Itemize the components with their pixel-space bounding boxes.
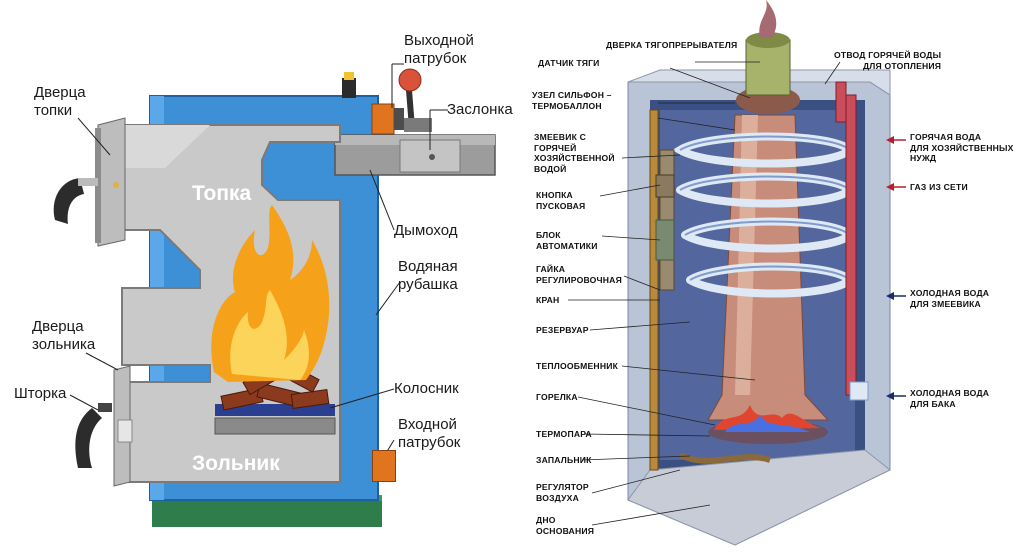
bellows-label: УЗЕЛ СИЛЬФОН – ТЕРМОБАЛЛОН [532, 90, 612, 111]
left-leader-lines [69, 63, 448, 464]
solid-fuel-boiler-drawing [53, 68, 496, 527]
valve-label: КРАН [536, 295, 560, 305]
heat-exchanger-label: ТЕПЛООБМЕННИК [536, 361, 619, 371]
damper-label: Заслонка [447, 101, 513, 118]
gas-water-heater-drawing [568, 0, 906, 546]
chimney-label: Дымоход [394, 222, 458, 239]
coil-label: ЗМЕЕВИК С ГОРЯЧЕЙ ХОЗЯЙСТВЕННОЙ ВОДОЙ [534, 132, 615, 174]
water-jacket-label: Водяная рубашка [398, 258, 458, 293]
cold-water-coil-label: ХОЛОДНАЯ ВОДА ДЛЯ ЗМЕЕВИКА [910, 288, 990, 309]
cold-water-coil-arrow [886, 292, 894, 300]
thermocouple-label: ТЕРМОПАРА [536, 429, 592, 439]
solid-fuel-boiler-diagram: Топка Зольник Дверца топки Выходной патр… [0, 0, 513, 558]
ash-pit-label: Зольник [192, 452, 280, 475]
start-button-label: КНОПКА ПУСКОВАЯ [536, 190, 586, 211]
draft-door-label: ДВЕРКА ТЯГОПРЕРЫВАТЕЛЯ [606, 40, 738, 50]
hot-water-arrow [886, 136, 894, 144]
grate-label: Колосник [394, 380, 459, 397]
outlet-pipe-label: Выходной патрубок [404, 32, 474, 67]
base-bottom-label: ДНО ОСНОВАНИЯ [536, 515, 595, 536]
gas-water-heater-diagram: ДВЕРКА ТЯГОПРЕРЫВАТЕЛЯ ДАТЧИК ТЯГИ УЗЕЛ … [510, 0, 1028, 558]
firebox-label: Топка [192, 182, 252, 205]
draft-sensor-label: ДАТЧИК ТЯГИ [538, 58, 600, 68]
automation-block-label: БЛОК АВТОМАТИКИ [536, 230, 598, 251]
cold-water-tank-arrow [886, 392, 894, 400]
firebox-door-label: Дверца топки [34, 84, 86, 119]
firebox-door-handle [53, 178, 84, 224]
domestic-hot-water-label: ГОРЯЧАЯ ВОДА ДЛЯ ХОЗЯЙСТВЕННЫХ НУЖД [910, 132, 1014, 163]
inlet-pipe-label: Входной патрубок [398, 416, 461, 451]
heating-hot-water-outlet-label: ОТВОД ГОРЯЧЕЙ ВОДЫ ДЛЯ ОТОПЛЕНИЯ [834, 50, 942, 71]
igniter-label: ЗАПАЛЬНИК [536, 455, 592, 465]
ash-door-label: Дверца зольника [32, 318, 96, 353]
burner-label: ГОРЕЛКА [536, 392, 578, 402]
inlet-pipe-shape [372, 450, 396, 482]
air-regulator-label: РЕГУЛЯТОР ВОЗДУХА [536, 482, 589, 503]
cold-water-tank-label: ХОЛОДНАЯ ВОДА ДЛЯ БАКА [910, 388, 990, 409]
shutter-label: Шторка [14, 385, 67, 402]
tank-label: РЕЗЕРВУАР [536, 325, 589, 335]
gas-supply-label: ГАЗ ИЗ СЕТИ [910, 182, 968, 192]
gas-arrow [886, 183, 894, 191]
adjusting-nut-label: ГАЙКА РЕГУЛИРОВОЧНАЯ [536, 264, 622, 285]
